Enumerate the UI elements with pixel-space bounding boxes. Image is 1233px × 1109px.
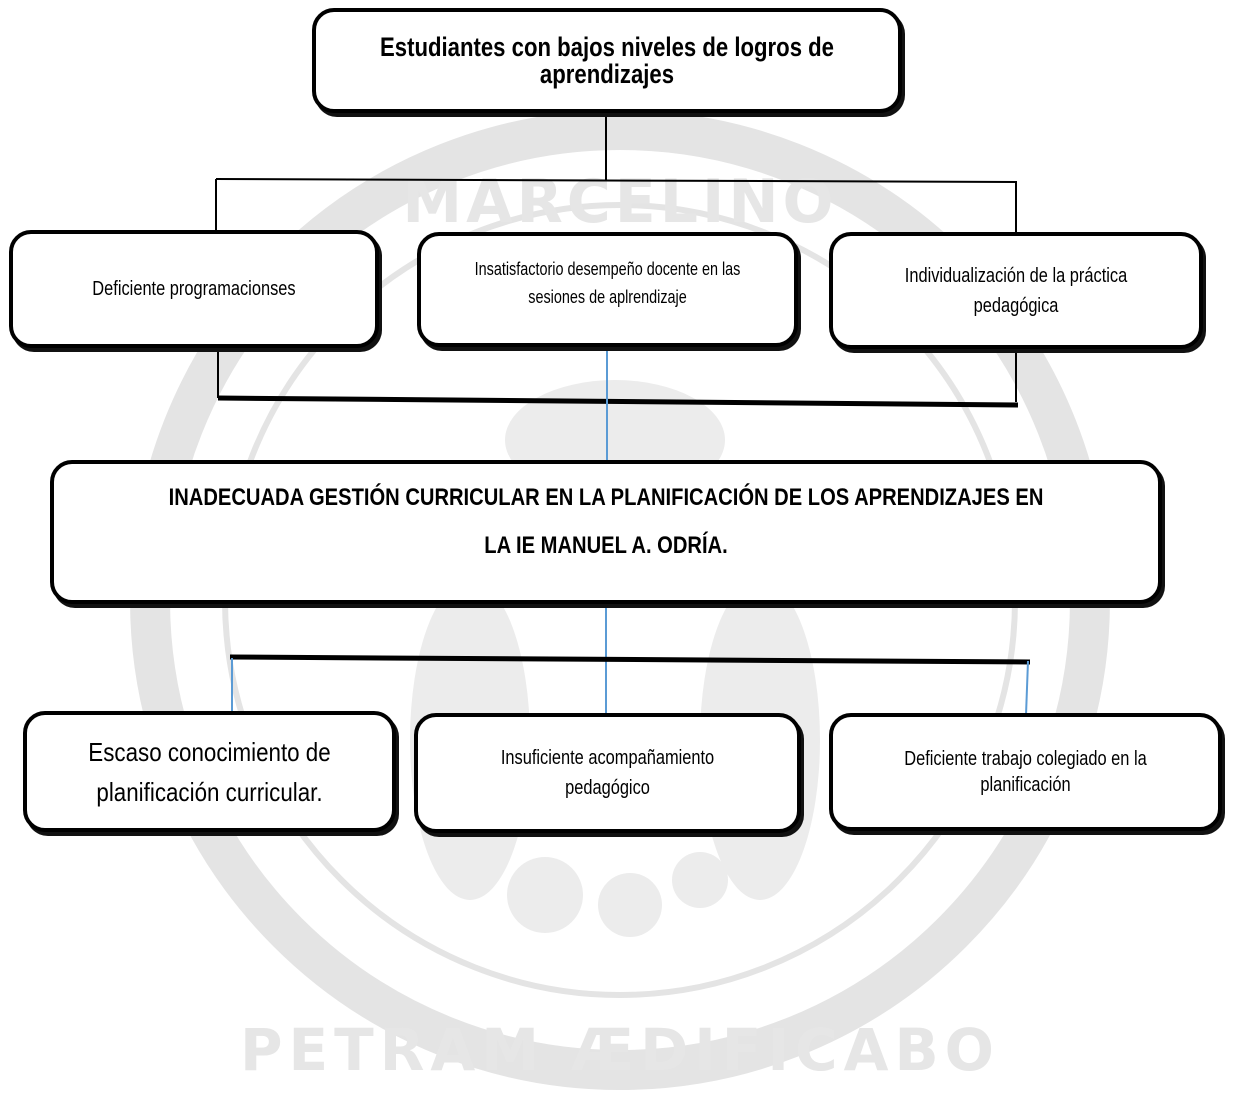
- effect-box-2: Insatisfactorio desempeño docente en las…: [417, 232, 798, 347]
- effect-box-1: Deficiente programacionses: [9, 230, 379, 348]
- effect-box-3: Individualización de la práctica pedagóg…: [829, 232, 1203, 349]
- main-problem-text: INADECUADA GESTIÓN CURRICULAR EN LA PLAN…: [168, 484, 1044, 559]
- cause-text-2: Insuficiente acompañamiento pedagógico: [500, 747, 715, 799]
- cause-box-2: Insuficiente acompañamiento pedagógico: [414, 713, 801, 833]
- causes-right-drop: [1025, 660, 1029, 716]
- top-consequence-text: Estudiantes con bajos niveles de logros …: [380, 31, 834, 89]
- watermark-bottom-word: PETRAM ÆDIFICABO: [240, 1016, 1000, 1084]
- effect-text-3: Individualización de la práctica pedagóg…: [904, 264, 1128, 317]
- effect-text-2: Insatisfactorio desempeño docente en las…: [474, 258, 741, 307]
- cause-box-3: Deficiente trabajo colegiado en la plani…: [829, 713, 1222, 831]
- cause-box-1: Escaso conocimiento de planificación cur…: [23, 711, 396, 832]
- effects-bottom-bar: [217, 395, 1019, 408]
- effect-text-1: Deficiente programacionses: [92, 278, 296, 300]
- watermark-top-word: MARCELINO: [402, 167, 837, 237]
- main-problem-box: INADECUADA GESTIÓN CURRICULAR EN LA PLAN…: [50, 460, 1162, 604]
- top-consequence-box: Estudiantes con bajos niveles de logros …: [312, 8, 902, 113]
- causes-top-bar: [229, 654, 1031, 665]
- top-horizontal-line: [215, 178, 1018, 183]
- cause-text-3: Deficiente trabajo colegiado en la plani…: [904, 748, 1147, 796]
- cause-text-1: Escaso conocimiento de planificación cur…: [88, 736, 331, 807]
